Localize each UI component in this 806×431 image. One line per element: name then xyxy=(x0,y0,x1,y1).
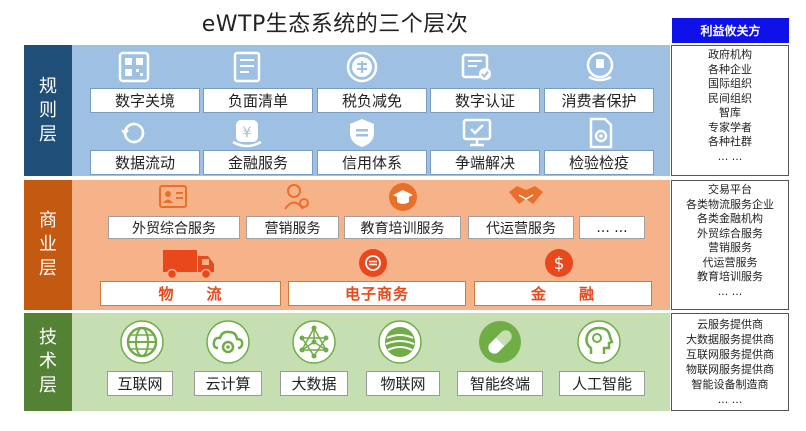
id-card-icon xyxy=(159,185,187,208)
logistics-label: 物 流 xyxy=(100,281,281,306)
tech-item-label: 云计算 xyxy=(194,371,262,396)
stakeholders-header: 利益攸关方 xyxy=(672,18,789,43)
business-stakeholders: 交易平台 各类物流服务企业 各类金融机构 外贸综合服务 营销服务 代运营服务 教… xyxy=(671,180,789,310)
graduation-cap-icon xyxy=(389,183,417,211)
stakeholder-item: 物联网服务提供商 xyxy=(686,363,774,376)
finance-icon: ¥ xyxy=(232,120,262,148)
ecommerce-label: 电子商务 xyxy=(288,281,466,306)
governance-item-label: 争端解决 xyxy=(430,150,540,175)
business-service-label: 外贸综合服务 xyxy=(108,216,240,239)
stakeholder-item: ... ... xyxy=(717,149,743,163)
pill-icon xyxy=(479,321,521,363)
stakeholder-item: 代运营服务 xyxy=(702,255,758,269)
stakeholder-item: 民间组织 xyxy=(708,91,752,105)
tech-layer-label: 技 术 层 xyxy=(24,313,72,411)
stakeholder-item: 各种企业 xyxy=(708,62,752,76)
business-service-label: 教育培训服务 xyxy=(344,216,461,239)
network-icon xyxy=(292,320,336,364)
governance-item-label: 消费者保护 xyxy=(544,88,654,113)
governance-item-label: 信用体系 xyxy=(317,150,427,175)
stakeholder-item: 智库 xyxy=(719,106,741,119)
truck-icon xyxy=(163,250,214,280)
business-service-label: ... ... xyxy=(579,216,645,239)
location-person-icon xyxy=(284,184,309,210)
stakeholder-item: ... ... xyxy=(717,393,743,406)
business-service-label: 营销服务 xyxy=(246,216,339,239)
stakeholder-item: 各类物流服务企业 xyxy=(686,197,774,211)
governance-item-label: 检验检疫 xyxy=(544,150,654,175)
inspection-icon xyxy=(589,117,613,149)
tech-item-label: 人工智能 xyxy=(559,371,645,396)
dollar-icon: $ xyxy=(545,249,573,277)
ai-head-icon xyxy=(577,320,621,364)
stakeholder-item: 教育培训服务 xyxy=(697,270,763,283)
governance-layer-label: 规 则 层 xyxy=(24,45,72,176)
governance-item-label: 数据流动 xyxy=(90,150,200,175)
business-layer-label: 商 业 层 xyxy=(24,180,72,310)
governance-item-label: 数字认证 xyxy=(430,88,540,113)
stakeholder-item: 云服务提供商 xyxy=(697,318,763,331)
document-list-icon xyxy=(233,51,261,83)
ecommerce-icon xyxy=(359,249,387,277)
stakeholder-item: 大数据服务提供商 xyxy=(686,333,774,346)
stakeholder-item: 互联网服务提供商 xyxy=(686,348,774,361)
governance-item-label: 税负减免 xyxy=(317,88,427,113)
tech-item-label: 互联网 xyxy=(107,371,173,396)
qr-code-icon xyxy=(118,51,150,83)
finance-label: 金 融 xyxy=(474,281,652,306)
globe-icon xyxy=(120,320,164,364)
tech-stakeholders: 云服务提供商 大数据服务提供商 互联网服务提供商 物联网服务提供商 智能设备制造… xyxy=(671,313,789,411)
dispute-monitor-icon xyxy=(462,118,492,147)
stakeholder-item: 国际组织 xyxy=(708,77,752,90)
governance-item-label: 负面清单 xyxy=(203,88,313,113)
stakeholder-item: 各种社群 xyxy=(708,135,752,148)
data-flow-icon xyxy=(121,122,145,144)
certificate-icon xyxy=(461,53,491,80)
business-service-label: 代运营服务 xyxy=(468,216,574,239)
protect-hand-icon xyxy=(586,51,614,82)
stakeholder-item: 交易平台 xyxy=(708,183,752,196)
tax-stamp-icon xyxy=(346,51,378,83)
handshake-icon xyxy=(509,186,543,204)
stakeholder-item: ... ... xyxy=(717,284,743,298)
iot-sphere-icon xyxy=(378,320,422,364)
stakeholder-item: 专家学者 xyxy=(708,120,752,134)
svg-text:$: $ xyxy=(554,254,565,274)
governance-item-label: 数字关境 xyxy=(90,88,200,113)
governance-stakeholders: 政府机构 各种企业 国际组织 民间组织 智库 专家学者 各种社群 ... ... xyxy=(671,45,789,176)
stakeholder-item: 各类金融机构 xyxy=(697,212,763,225)
stakeholder-item: 智能设备制造商 xyxy=(691,378,769,391)
stakeholder-item: 营销服务 xyxy=(708,241,752,254)
stakeholder-item: 外贸综合服务 xyxy=(697,226,763,240)
governance-item-label: 金融服务 xyxy=(203,150,313,175)
svg-text:¥: ¥ xyxy=(243,125,252,141)
tech-item-label: 大数据 xyxy=(280,371,348,396)
tech-item-label: 智能终端 xyxy=(457,371,543,396)
stakeholder-item: 政府机构 xyxy=(708,48,752,61)
credit-shield-icon xyxy=(350,119,374,147)
cloud-gear-icon xyxy=(206,320,250,364)
tech-item-label: 物联网 xyxy=(366,371,440,396)
page-title: eWTP生态系统的三个层次 xyxy=(201,12,469,37)
